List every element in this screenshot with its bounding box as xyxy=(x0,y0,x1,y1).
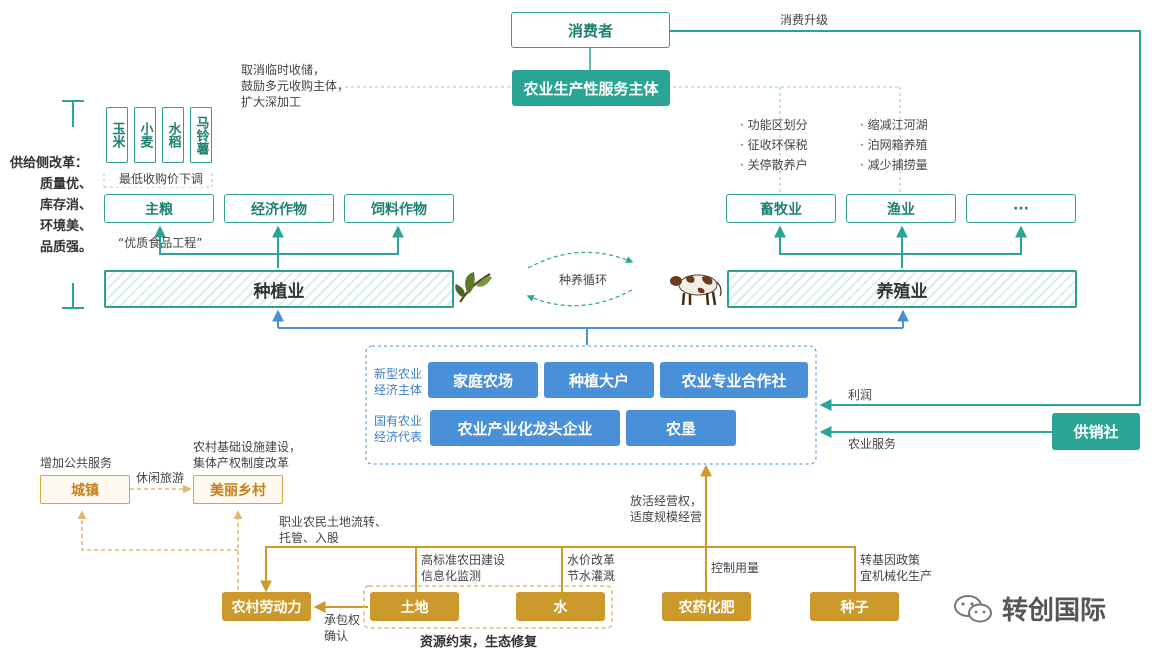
public-service-label: 增加公共服务 xyxy=(40,456,113,470)
new-entities-label-line: 新型农业 xyxy=(374,367,423,381)
state-entities-label-line: 经济代表 xyxy=(374,430,423,444)
water-note: 水价改革 节水灌溉 xyxy=(567,552,615,584)
supply-side-title: 供给侧改革： xyxy=(10,156,89,171)
farmland-note-line: 高标准农田建设 xyxy=(421,553,506,567)
village-note-line: 集体产权制度改革 xyxy=(193,456,290,470)
leading-enterprise-box: 农业产业化龙头企业 xyxy=(430,410,620,446)
planting-box: 种植业 xyxy=(104,270,454,308)
cow-icon xyxy=(670,274,722,306)
profit-label: 利润 xyxy=(848,388,873,402)
family-farm-box: 家庭农场 xyxy=(428,362,538,398)
operation-rights-line: 适度规模经营 xyxy=(630,510,703,524)
gmo-note-line: 转基因政策 xyxy=(860,553,921,567)
seed-box: 种子 xyxy=(810,592,899,621)
animal-note: 征收环保税 xyxy=(747,138,808,152)
grain-wheat: 小麦 xyxy=(134,107,156,163)
purchase-note: 取消临时收储， 鼓励多元收购主体， 扩大深加工 xyxy=(241,62,349,110)
village-note: 农村基础设施建设， 集体产权制度改革 xyxy=(193,439,301,471)
service-subject-box: 农业生产性服务主体 xyxy=(512,70,670,106)
contract-note: 承包权 确认 xyxy=(324,612,360,644)
grain-corn: 玉米 xyxy=(106,107,128,163)
supply-coop-box: 供销社 xyxy=(1052,413,1140,450)
watermark-text: 转创国际 xyxy=(1002,596,1107,626)
state-farm-box: 农垦 xyxy=(626,410,736,446)
purchase-note-line: 鼓励多元收购主体， xyxy=(241,79,350,93)
supply-side-point: 库存消、 xyxy=(40,198,93,213)
animal-husbandry-box: 畜牧业 xyxy=(726,194,836,223)
land-transfer-line: 托管、入股 xyxy=(279,531,340,545)
large-grower-box: 种植大户 xyxy=(544,362,654,398)
supply-side-point: 质量优、 xyxy=(40,177,93,192)
new-entities-label: 新型农业 经济主体 xyxy=(374,366,422,398)
breeding-box: 养殖业 xyxy=(727,270,1077,308)
state-entities-label: 国有农业 经济代表 xyxy=(374,413,422,445)
land-box: 土地 xyxy=(370,592,459,621)
quality-project-label: “优质食品工程” xyxy=(118,236,203,250)
supply-side-point: 品质强。 xyxy=(40,240,93,255)
fishery-note: 减少捕捞量 xyxy=(867,158,928,172)
gmo-note: 转基因政策 宜机械化生产 xyxy=(860,552,932,584)
operation-rights-note: 放活经营权， 适度规模经营 xyxy=(630,493,702,525)
cycle-label: 种养循环 xyxy=(559,273,608,287)
state-entities-label-line: 国有农业 xyxy=(374,414,423,428)
fishery-notes: · 缩减江河湖 · 泊网箱养殖 · 减少捕捞量 xyxy=(860,118,928,172)
supply-side-reform: 供给侧改革： 质量优、 库存消、 环境美、 品质强。 xyxy=(10,153,100,258)
town-box: 城镇 xyxy=(40,475,130,504)
min-price-label: 最低收购价下调 xyxy=(116,171,207,187)
contract-note-line: 确认 xyxy=(324,629,349,643)
animal-note: 功能区划分 xyxy=(747,118,808,132)
village-note-line: 农村基础设施建设， xyxy=(193,440,302,454)
purchase-note-line: 扩大深加工 xyxy=(241,95,302,109)
cooperative-box: 农业专业合作社 xyxy=(660,362,808,398)
wechat-icon xyxy=(954,594,992,622)
water-note-line: 节水灌溉 xyxy=(567,569,616,583)
control-note: 控制用量 xyxy=(711,561,760,575)
resource-constraint-label: 资源约束，生态修复 xyxy=(420,635,538,650)
economic-crops-box: 经济作物 xyxy=(224,194,334,223)
more-box: ··· xyxy=(966,194,1076,223)
farmland-note-line: 信息化监测 xyxy=(421,569,482,583)
watermark: 转创国际 xyxy=(952,590,1106,627)
farmland-note: 高标准农田建设 信息化监测 xyxy=(421,552,505,584)
pesticide-fertilizer-box: 农药化肥 xyxy=(662,592,751,621)
staple-box: 主粮 xyxy=(104,194,214,223)
fishery-note: 泊网箱养殖 xyxy=(867,138,928,152)
fishery-note: 缩减江河湖 xyxy=(867,118,928,132)
leisure-label: 休闲旅游 xyxy=(136,471,185,485)
consumer-box: 消费者 xyxy=(511,12,670,48)
consumption-upgrade-label: 消费升级 xyxy=(780,13,829,27)
supply-side-point: 环境美、 xyxy=(40,219,93,234)
fishery-box: 渔业 xyxy=(846,194,956,223)
plant-leaf-icon xyxy=(455,272,492,303)
land-transfer-note: 职业农民土地流转、 托管、入股 xyxy=(279,514,387,546)
grain-potato: 马铃薯 xyxy=(190,107,212,163)
animal-note: 关停散养户 xyxy=(747,158,808,172)
new-entities-label-line: 经济主体 xyxy=(374,383,423,397)
animal-notes: · 功能区划分 · 征收环保税 · 关停散养户 xyxy=(740,118,808,172)
rural-labor-box: 农村劳动力 xyxy=(222,592,311,621)
beautiful-village-box: 美丽乡村 xyxy=(193,475,283,504)
water-note-line: 水价改革 xyxy=(567,553,616,567)
land-transfer-line: 职业农民土地流转、 xyxy=(279,515,388,529)
water-box: 水 xyxy=(516,592,605,621)
grain-rice: 水稻 xyxy=(162,107,184,163)
agri-service-label: 农业服务 xyxy=(848,437,897,451)
feed-crops-box: 饲料作物 xyxy=(344,194,454,223)
operation-rights-line: 放活经营权， xyxy=(630,494,703,508)
contract-note-line: 承包权 xyxy=(324,613,361,627)
purchase-note-line: 取消临时收储， xyxy=(241,63,326,77)
gmo-note-line: 宜机械化生产 xyxy=(860,569,933,583)
